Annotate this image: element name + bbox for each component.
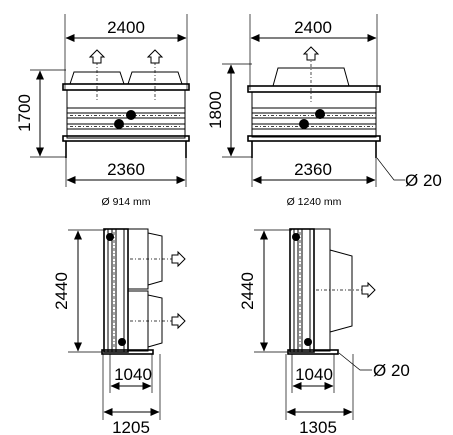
small-fan-side-view: 2440 1040 1205: [52, 228, 186, 435]
foot-leader-line: [338, 352, 372, 371]
foot-leader-line: [376, 157, 405, 181]
dimension-inner-width: 1040: [114, 365, 152, 384]
foot-diameter-label: Ø 20: [405, 171, 442, 190]
fan-diameter-caption: Ø 1240 mm: [287, 196, 342, 208]
fan-shroud: [147, 232, 163, 286]
dimension-width-top: 2400: [294, 18, 332, 37]
foot-diameter-label: Ø 20: [373, 361, 410, 380]
dimension-height: 2440: [52, 272, 71, 310]
fan-diameter-caption: Ø 914 mm: [101, 196, 150, 208]
large-fan-side-view: 2440 1040 1305 Ø 20: [238, 228, 410, 435]
dimension-height: 1700: [15, 94, 34, 132]
connection-port: [315, 109, 325, 119]
connection-port: [126, 110, 136, 120]
connection-port: [114, 119, 124, 129]
large-fan-front-view: 2400 1800 2360 Ø 20: [206, 14, 442, 208]
fan-housing: [272, 67, 350, 87]
airflow-up-arrow-icon: [302, 46, 320, 61]
fan-shroud: [329, 249, 353, 333]
dimension-width-bottom: 2360: [107, 160, 145, 179]
dimension-height: 2440: [238, 272, 257, 310]
dimension-height: 1800: [206, 91, 225, 129]
airflow-right-arrow-icon: [361, 281, 376, 299]
dimension-outer-width: 1305: [299, 418, 337, 435]
dimension-width-bottom: 2360: [294, 160, 332, 179]
dimension-inner-width: 1040: [295, 365, 333, 384]
small-fan-front-view: 2400 1700 2360: [15, 14, 190, 208]
dimension-outer-width: 1205: [112, 418, 150, 435]
airflow-right-arrow-icon: [171, 250, 186, 268]
dimension-width-top: 2400: [107, 18, 145, 37]
fan-shroud: [147, 294, 163, 348]
connection-port: [299, 119, 309, 129]
airflow-up-arrow-icon: [88, 49, 106, 64]
airflow-up-arrow-icon: [146, 49, 164, 64]
airflow-right-arrow-icon: [171, 312, 186, 330]
